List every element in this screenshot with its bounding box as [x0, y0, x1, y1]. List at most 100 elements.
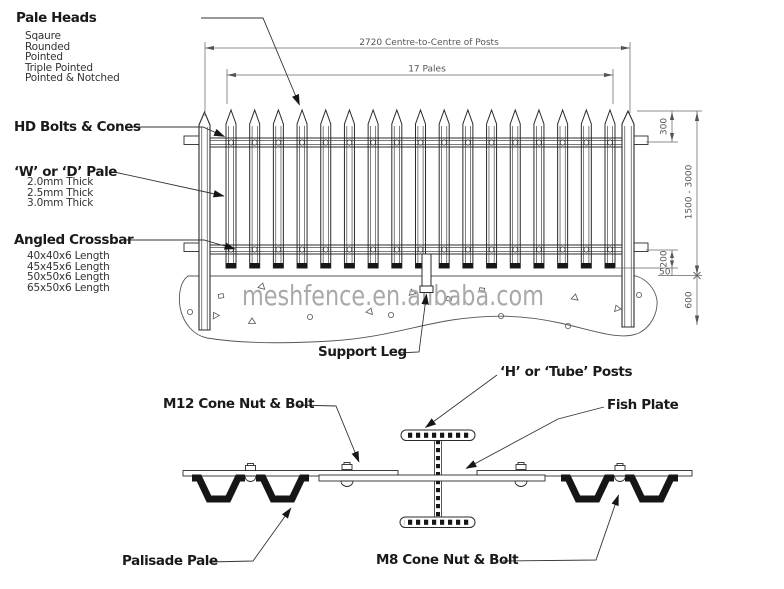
pale [604, 108, 616, 269]
pale-bottom-cap [391, 263, 402, 268]
label-pale-heads: Pale Heads [16, 10, 97, 26]
pale-bottom-cap [226, 263, 236, 268]
aggregate-mark [570, 293, 579, 301]
label-palisade-pale: Palisade Pale [122, 553, 218, 569]
rail-bolt [227, 139, 235, 146]
m12-bolt-fish-plate-right [514, 462, 528, 487]
rail-bolt [535, 139, 542, 146]
pale [580, 108, 592, 269]
pale [438, 108, 450, 269]
pale-bottom-cap [368, 263, 379, 268]
pale-bottom-cap [249, 263, 260, 268]
leader-palisade-pale [208, 507, 292, 563]
rail-bolt [299, 246, 306, 253]
pale-bottom-cap [557, 263, 568, 268]
aggregate-mark [306, 313, 313, 320]
pale-bottom-cap [581, 263, 592, 268]
dimension-texts: 2720 Centre-to-Centre of Posts 17 Pales … [359, 38, 694, 309]
leader-angled-crossbar [125, 239, 236, 250]
label-h-tube-posts: ‘H’ or ‘Tube’ Posts [500, 364, 633, 380]
pale-bottom-cap [273, 263, 284, 268]
pale [320, 108, 332, 269]
pale-bottom-cap [533, 263, 544, 268]
rail-bolt [393, 246, 400, 253]
dim-200: 200 [660, 250, 670, 267]
pale-head-option: Rounded [25, 40, 70, 53]
pale [533, 108, 545, 269]
aggregate-mark [365, 307, 373, 316]
dimension-arrows [205, 45, 700, 325]
m8-bolt-left-pale [244, 463, 257, 482]
rail-bolt [322, 246, 329, 253]
crossbar-option: 45x45x6 Length [27, 260, 110, 273]
label-angled-crossbar: Angled Crossbar [14, 232, 134, 248]
pales-layer [225, 108, 616, 269]
rail-bolt [606, 139, 614, 146]
rail-bolt [583, 246, 590, 253]
rail-bolt [275, 139, 282, 146]
pale [391, 108, 403, 269]
aggregate-mark [445, 295, 453, 303]
pale-bottom-cap [320, 263, 331, 268]
pale-head-option: Pointed & Notched [25, 72, 120, 85]
leader-lines [113, 17, 619, 563]
pale-heads-options: Sqaure Rounded Pointed Triple Pointed Po… [25, 31, 120, 84]
aggregate-mark [217, 293, 225, 299]
pale-head-option: Pointed [25, 51, 63, 64]
rail-bolt [346, 246, 353, 253]
rail-bolt [583, 139, 590, 146]
aggregate-mark [565, 322, 572, 329]
rail-bolt [251, 246, 258, 253]
m12-bolt-fish-plate-left [340, 462, 354, 487]
pale-head-option: Sqaure [25, 30, 61, 42]
pale [462, 108, 474, 269]
section-bolts [244, 462, 626, 487]
aggregate-mark [387, 311, 394, 318]
wd-pale-option: 3.0mm Thick [27, 197, 94, 210]
rail-bolt [322, 139, 329, 146]
bracket [183, 135, 200, 145]
rail-bolt [512, 139, 519, 146]
wd-pale-options: 2.0mm Thick 2.5mm Thick 3.0mm Thick [27, 177, 93, 209]
rail-bolt [441, 139, 448, 146]
pale-bottom-cap [510, 263, 521, 268]
pale [343, 108, 355, 269]
m8-bolt-right-pale [614, 463, 626, 482]
leader-hd-bolts [128, 126, 226, 137]
rail-bolt [417, 246, 424, 253]
aggregate-mark [497, 312, 504, 319]
aggregate-mark [257, 282, 266, 290]
pale-bottom-cap [415, 263, 426, 268]
watermark-text: meshfence.en.alibaba.com [242, 279, 544, 312]
foundation-outline [178, 275, 658, 344]
label-hd-bolts: HD Bolts & Cones [14, 119, 141, 135]
support-leg [419, 253, 434, 293]
bracket [183, 242, 200, 252]
aggregate-mark [247, 317, 257, 324]
rail-bolt [251, 139, 258, 146]
pale-bottom-cap [462, 263, 473, 268]
leader-h-tube-posts [425, 374, 498, 428]
pale [367, 108, 379, 269]
rail-bolt [299, 139, 306, 146]
pale-bottom-cap [439, 263, 450, 268]
dim-50: 50 [659, 268, 671, 278]
aggregate-mark [408, 288, 417, 296]
h-post-top-flange-hatch [405, 432, 471, 438]
label-wd-pale: ‘W’ or ‘D’ Pale [14, 164, 118, 180]
fish-plate-bar [318, 474, 546, 482]
pale [225, 108, 237, 269]
bracket [632, 135, 649, 145]
label-support-leg: Support Leg [318, 344, 407, 360]
rail-bolt [441, 246, 448, 253]
right-rail-section [476, 470, 693, 477]
leader-wd-pale [113, 171, 225, 198]
leader-m12-bolt [296, 404, 360, 463]
pale [272, 108, 284, 269]
dim-top-span: 2720 Centre-to-Centre of Posts [359, 38, 499, 48]
cross-section [182, 429, 693, 528]
h-post-bottom-flange-hatch [404, 519, 471, 525]
aggregate-mark [614, 304, 622, 313]
